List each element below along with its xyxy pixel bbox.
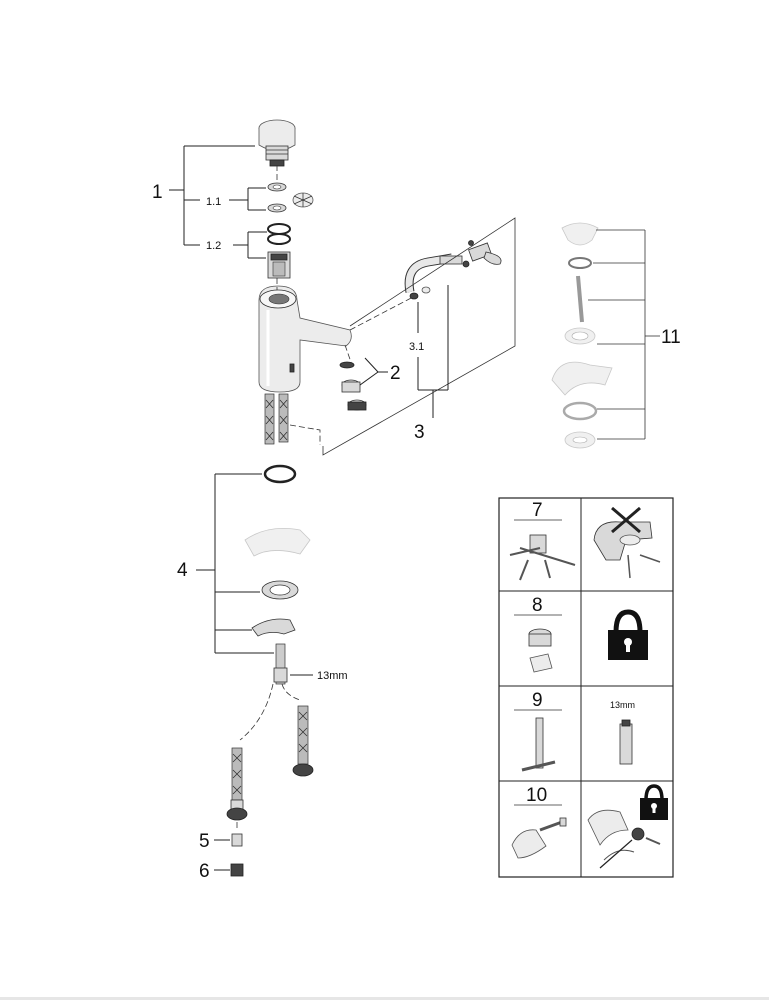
table-row-7-number: 7 [532,500,543,521]
supply-hose-right [292,705,314,777]
inlet-hose-b [278,393,289,443]
threaded-rod [275,643,286,685]
wrench-size-label: 13mm [317,670,348,682]
callout-11: 11 [661,327,681,348]
aerator-parts [339,361,367,411]
key-tool-9 [521,717,556,772]
inlet-hose-a [264,393,275,445]
tool-set-7 [509,534,576,581]
filter-nut [230,863,244,877]
callout-6: 6 [199,861,210,882]
o-ring-1-2a [267,223,291,235]
table-row-8-number: 8 [532,595,543,616]
callout-1: 1 [152,182,163,203]
supply-hose-left [226,747,248,821]
mounting-service-10 [587,809,661,869]
spare-parts-table: 7 8 [498,497,674,878]
sensor-elbow [404,240,502,300]
base-o-ring [263,464,297,484]
sensor-service-7 [593,506,661,579]
callout-1-2: 1.2 [206,240,221,252]
lock-icon-small [640,784,668,820]
o-ring-1-2b [267,233,291,245]
table-row-9-number: 9 [532,690,543,711]
screw-set-10 [511,817,567,859]
faucet-body [258,285,352,393]
valve-insert [267,251,291,279]
mounting-ghost [244,527,311,557]
page-bottom-border [0,997,769,1000]
callout-3: 3 [414,422,425,443]
wrench-icon [619,719,633,765]
callout-5: 5 [199,831,210,852]
lock-icon [608,609,648,660]
callout-3-1: 3.1 [409,341,424,353]
callout-2: 2 [390,363,401,384]
callout-1-1: 1.1 [206,196,221,208]
clamp-plate [251,618,296,637]
table-row-10-number: 10 [526,785,547,806]
reducer-nut [231,833,243,847]
callout-4: 4 [177,560,188,581]
aerator-8 [528,628,553,673]
pop-up-waste [551,222,613,449]
cartridge-assembly [258,119,296,167]
star-nut [292,192,314,208]
table-wrench-label: 13mm [610,700,635,710]
